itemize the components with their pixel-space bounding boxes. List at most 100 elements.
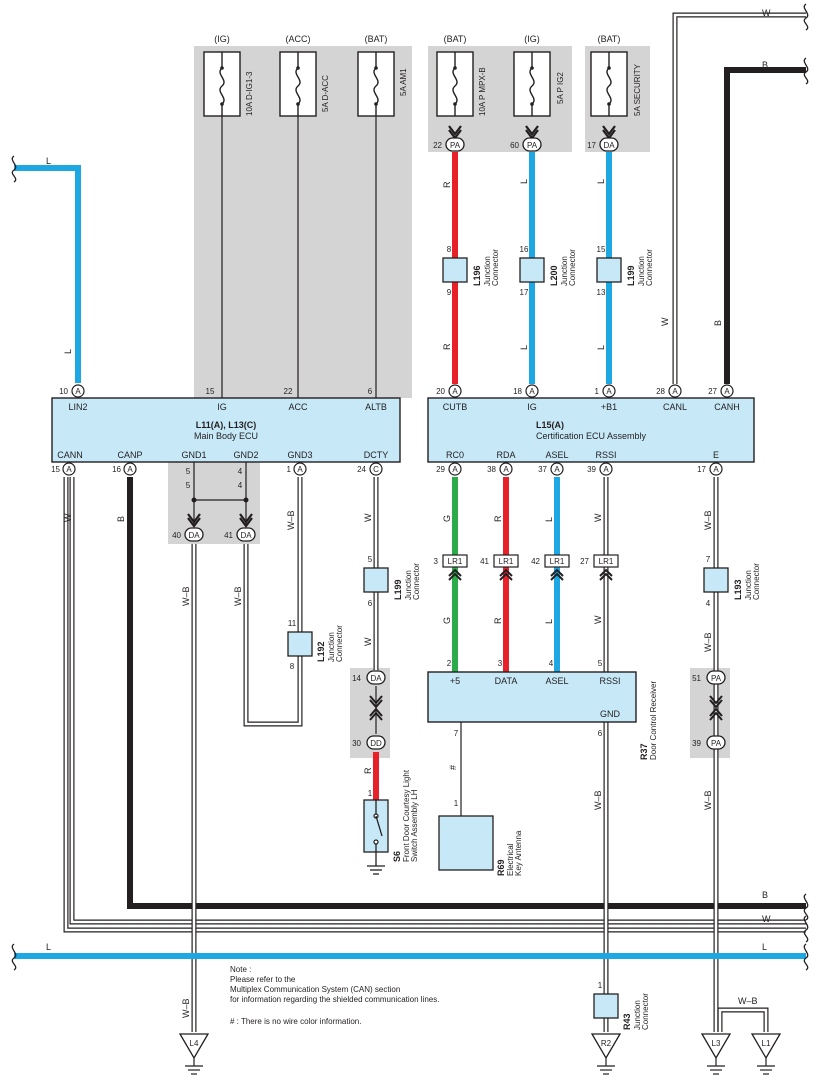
pin-cann-name: CANN	[57, 450, 83, 460]
wire-w-canl-bottom	[70, 477, 806, 924]
break-right-w	[803, 3, 809, 31]
pin-gnd2-name: GND2	[233, 450, 258, 460]
label-r-switch: R	[363, 767, 373, 774]
source-acc: (ACC)	[286, 34, 311, 44]
fuse-p-ig2: 5A P IG2	[513, 51, 565, 117]
antenna-pin: 1	[454, 799, 459, 808]
fuse-am1: 5A AM1	[357, 51, 408, 117]
receiver-pin-3-name: DATA	[495, 676, 518, 686]
label-l-b1-1: L	[596, 179, 606, 184]
pin-cann-conn: A	[66, 465, 72, 474]
connector-lr1-41-label: LR1	[499, 557, 514, 566]
fuse-p-mpx-b: 10A P MPX-B	[436, 51, 487, 117]
pin-acc-num: 22	[284, 387, 293, 396]
label-r-cutb-2: R	[442, 343, 452, 350]
connector-pa-pair: PA 51 PA 39	[692, 670, 726, 750]
ground-l3-icon: L3	[700, 1033, 732, 1075]
connector-da-dd: DA 14 DD 30	[352, 670, 386, 750]
connector-pa-22-pin: 22	[433, 141, 442, 150]
junction-connectors-mid: 5 6 L199 Junction Connector 11 8 L192 Ju…	[287, 555, 761, 671]
label-g-1: G	[442, 515, 452, 522]
connector-da-41-pin: 41	[224, 531, 233, 540]
note-line-2: Please refer to the	[230, 975, 296, 984]
junction-l193: 7 4 L193 Junction Connector	[703, 555, 761, 608]
receiver-pin-2-name: +5	[450, 676, 460, 686]
pin-e-conn: A	[713, 465, 719, 474]
main-body-ecu-title: L11(A), L13(C)	[196, 420, 257, 430]
junction-l199a-desc-1: Junction	[637, 256, 646, 286]
label-w-rssi-1: W	[593, 513, 603, 522]
label-b-top-right: B	[762, 60, 768, 70]
source-bat-1: (BAT)	[365, 34, 388, 44]
junction-l193-pin-in: 7	[706, 555, 711, 564]
pin-cutb-conn: A	[452, 387, 458, 396]
pin-gnd3-name: GND3	[287, 450, 312, 460]
pin-lin2-conn: A	[75, 387, 81, 396]
label-wb-r2: W–B	[593, 790, 603, 810]
junction-l199-a: 15 13 L199 Junction Connector	[596, 245, 654, 297]
fuse-label-p-mpx-b: 10A P MPX-B	[478, 67, 487, 116]
break-left-top	[11, 155, 17, 183]
pin-altb-num: 6	[368, 387, 373, 396]
main-body-ecu-subtitle: Main Body ECU	[194, 431, 258, 441]
switch-s6-id: S6	[392, 851, 402, 862]
junction-l200-id: L200	[549, 265, 559, 286]
junction-l196-desc-1: Junction	[483, 256, 492, 286]
connector-lr1-27: LR1 27	[580, 554, 619, 581]
pin-lin2-num: 10	[59, 387, 68, 396]
receiver-pin-4-name: ASEL	[545, 676, 568, 686]
connector-da-14-label: DA	[370, 674, 382, 683]
label-w-bottom: W	[762, 914, 771, 924]
receiver-gnd-name: GND	[600, 709, 621, 719]
pin-asel-num: 37	[538, 465, 547, 474]
door-control-receiver-box	[427, 671, 637, 723]
top-connectors: PA 22 PA 60 DA 17	[433, 125, 619, 152]
break-right-b2	[803, 893, 809, 921]
connector-da-40-label: DA	[188, 531, 200, 540]
ground-symbols: L4 R2 L3 L1	[178, 1033, 782, 1075]
pin-gnd2-num: 4	[238, 467, 243, 476]
receiver-pin-5-num: 5	[598, 659, 603, 668]
connector-da-17: DA 17	[587, 125, 619, 152]
junction-l199-b: 5 6 L199 Junction Connector	[363, 555, 421, 608]
fuse-label-am1: 5A AM1	[399, 68, 408, 96]
ground-l1-icon: L1	[750, 1033, 782, 1075]
label-w-rssi-2: W	[593, 615, 603, 624]
break-right-b	[803, 57, 809, 85]
label-l-top: L	[46, 156, 51, 166]
pin-b1-name: +B1	[601, 402, 617, 412]
junction-l200-pin-out: 17	[520, 288, 529, 297]
junction-l193-desc-2: Connector	[752, 563, 761, 600]
ground-l1-label: L1	[762, 1039, 771, 1048]
label-l-bottom-left: L	[46, 942, 51, 952]
label-r-rda-2: R	[493, 617, 503, 624]
splice-pin-4: 4	[238, 481, 243, 490]
pin-rda-conn: A	[503, 465, 509, 474]
break-right-w2	[803, 915, 809, 943]
connector-da-40-pin: 40	[172, 531, 181, 540]
connector-lr1-27-pin: 27	[580, 557, 589, 566]
pin-gnd1-num: 5	[186, 467, 191, 476]
pin-gnd3-conn: A	[297, 465, 303, 474]
receiver-pin-3-num: 3	[498, 659, 503, 668]
source-ig-2: (IG)	[524, 34, 540, 44]
pin-gnd3-num: 1	[287, 465, 292, 474]
label-l-ig-1: L	[519, 179, 529, 184]
label-wb-l4-1: W–B	[181, 586, 191, 606]
pin-cann-num: 15	[51, 465, 60, 474]
label-r-cutb-1: R	[442, 181, 452, 188]
label-r-rda-1: R	[493, 515, 503, 522]
fuse-security: 5A SECURITY	[590, 51, 642, 117]
label-w-dcty-2: W	[363, 637, 373, 646]
certification-ecu-box	[427, 397, 755, 463]
pin-b1-conn: A	[606, 387, 612, 396]
wire-wb-l1-outline	[717, 1007, 769, 1032]
main-body-ecu-box	[51, 397, 401, 463]
junction-r43-id: R43	[622, 1013, 632, 1030]
source-ig-1: (IG)	[214, 34, 230, 44]
junction-l192-desc-2: Connector	[335, 625, 344, 662]
source-labels: (IG) (ACC) (BAT) (BAT) (IG) (BAT)	[214, 34, 620, 44]
connector-pa-51-pin: 51	[692, 674, 701, 683]
switch-s6-pin: 1	[368, 789, 373, 798]
wire-gnd-splice	[193, 462, 247, 501]
